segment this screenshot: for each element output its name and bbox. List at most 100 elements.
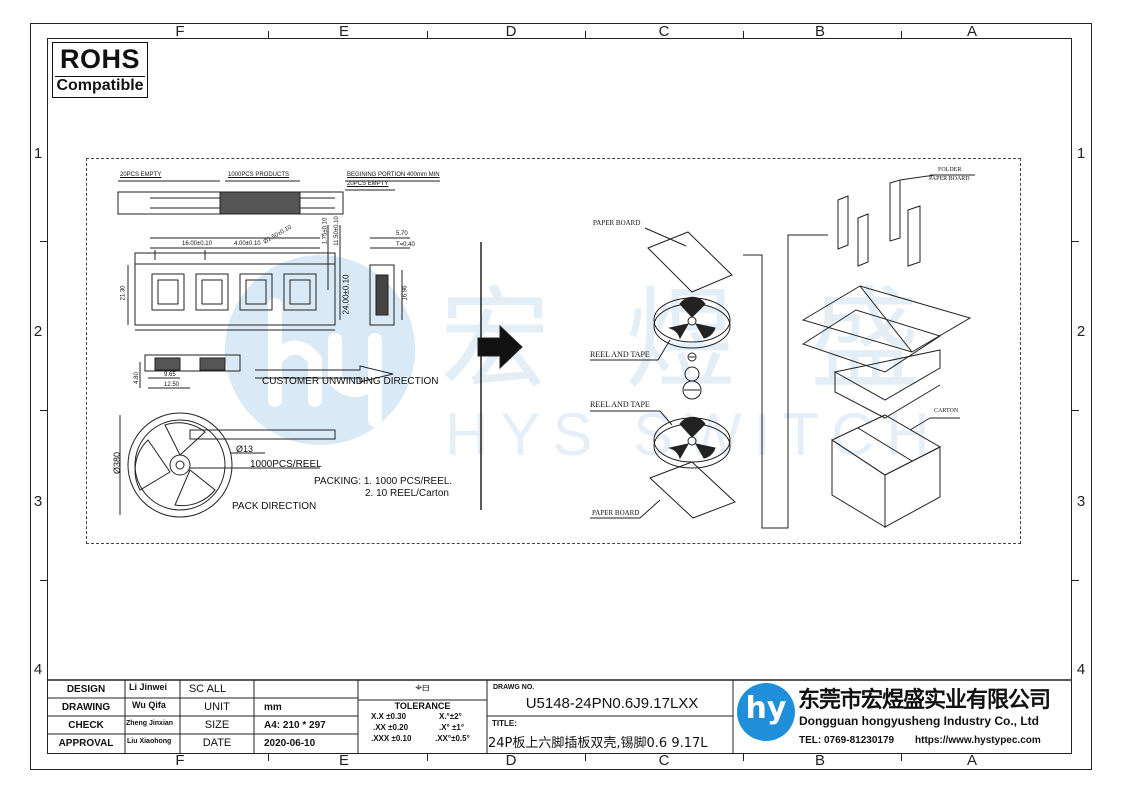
label-paper-board-bottom: PAPER BOARD	[592, 509, 640, 517]
zone-tick	[743, 31, 744, 38]
label-paper-board-top: PAPER BOARD	[593, 219, 641, 227]
tolerance-label: TOLERANCE	[394, 701, 451, 711]
tol-angle-1: X.°±2°	[439, 712, 462, 721]
drawing-area-dashed-frame	[86, 158, 1021, 544]
check-name: Zheng Jinxian	[126, 720, 174, 727]
company-tel: TEL: 0769-81230179	[799, 735, 895, 746]
size-value: A4: 210 * 297	[264, 720, 326, 731]
zone-top-f: F	[175, 23, 185, 40]
zone-tick	[901, 31, 902, 38]
label-products: 1000PCS PRODUCTS	[228, 172, 290, 178]
label-per-reel: 1000PCS/REEL	[250, 459, 322, 470]
zone-tick	[585, 31, 586, 38]
label-packing-1: PACKING: 1. 1000 PCS/REEL.	[314, 476, 453, 487]
check-label: CHECK	[68, 720, 104, 731]
dim-965: 9.65	[164, 372, 176, 378]
zone-bottom-a: A	[966, 752, 977, 769]
dim-pitch-16: 16.00±0.10	[182, 241, 212, 247]
zone-tick	[1072, 241, 1079, 242]
zone-right-4: 4	[1076, 661, 1086, 678]
label-empty-top: 20PCS EMPTY	[120, 172, 162, 178]
scale-label: SC ALL	[188, 683, 227, 695]
dim-pitch-4: 4.00±0.10	[234, 241, 261, 247]
tol-angle-3: .XX°±0.5°	[435, 734, 470, 743]
drawing-title: 24P板上六脚插板双壳,锡脚0.6 9.17L	[488, 736, 708, 751]
zone-left-2: 2	[33, 323, 43, 340]
zone-top-d: D	[505, 23, 517, 40]
zone-tick	[40, 580, 47, 581]
zone-tick	[427, 31, 428, 38]
tol-xxx: .XXX ±0.10	[371, 734, 412, 743]
zone-tick	[40, 241, 47, 242]
zone-tick	[427, 754, 428, 761]
zone-top-c: C	[658, 23, 670, 40]
rohs-title: ROHS	[59, 44, 140, 74]
company-logo-text: hy	[745, 691, 787, 726]
company-logo: hy	[737, 683, 795, 741]
unit-label: UNIT	[204, 701, 230, 713]
label-packing-2: 2. 10 REEL/Carton	[365, 488, 449, 499]
tol-angle-2: .X° ±1°	[439, 723, 465, 732]
zone-tick	[743, 754, 744, 761]
rohs-subtitle: Compatible	[55, 76, 145, 94]
zone-tick	[1072, 580, 1079, 581]
title-block: DESIGN Li Jinwei SC ALL DRAWING Wu Qifa …	[47, 679, 1072, 754]
drawing-number-label: DRAWG NO.	[493, 684, 535, 691]
outer-frame	[30, 23, 1092, 770]
title-label: TITLE:	[492, 719, 517, 728]
label-begin-portion: BEGINING PORTION 400mm MIN	[347, 172, 440, 178]
company-website: https://www.hystypec.com	[915, 735, 1041, 746]
zone-tick	[268, 31, 269, 38]
label-reel-tape-1: REEL AND TAPE	[590, 350, 650, 359]
label-carton: CARTON	[934, 408, 959, 414]
label-folder-paper: PAPER BOARD	[929, 176, 970, 182]
zone-left-3: 3	[33, 493, 43, 510]
label-unwinding-direction: CUSTOMER UNWINDING DIRECTION	[262, 376, 439, 387]
date-value: 2020-06-10	[264, 738, 316, 749]
zone-tick	[268, 754, 269, 761]
zone-right-3: 3	[1076, 493, 1086, 510]
zone-right-2: 2	[1076, 323, 1086, 340]
label-empty-right: 20PCS EMPTY	[347, 181, 389, 187]
zone-bottom-e: E	[338, 752, 349, 769]
date-label: DATE	[202, 737, 232, 749]
watermark-cn: 宏 煜 盛	[440, 276, 940, 404]
zone-bottom-f: F	[175, 752, 185, 769]
tol-xx: .XX ±0.20	[373, 723, 409, 732]
design-label: DESIGN	[66, 684, 106, 695]
inner-frame	[47, 38, 1072, 754]
unit-value: mm	[264, 702, 282, 713]
zone-bottom-c: C	[658, 752, 670, 769]
zone-left-4: 4	[33, 661, 43, 678]
rohs-badge: ROHS Compatible	[52, 42, 148, 98]
zone-right-1: 1	[1076, 145, 1086, 162]
design-name: Li Jinwei	[129, 682, 168, 692]
drawing-name: Wu Qifa	[132, 700, 166, 710]
dim-570: 5.70	[396, 231, 408, 237]
zone-left-1: 1	[33, 145, 43, 162]
drawing-number: U5148-24PN0.6J9.17LXX	[525, 695, 699, 712]
zone-tick	[585, 754, 586, 761]
dim-1250: 12.50	[164, 382, 180, 388]
dim-thickness: T=0.40	[396, 242, 415, 248]
zone-bottom-b: B	[814, 752, 825, 769]
zone-tick	[1072, 410, 1079, 411]
zone-top-b: B	[814, 23, 825, 40]
company-name-en: Dongguan hongyusheng Industry Co., Ltd	[799, 714, 1039, 728]
zone-tick	[901, 754, 902, 761]
watermark-en: HYS SWITCH	[445, 401, 942, 468]
company-name-cn: 东莞市宏煜盛实业有限公司	[798, 688, 1051, 713]
dim-hub-diameter: Ø13	[236, 444, 254, 454]
label-folder: FOLDER	[938, 167, 962, 173]
zone-tick	[40, 410, 47, 411]
label-pack-direction: PACK DIRECTION	[232, 501, 317, 512]
approval-name: Liu Xiaohong	[127, 738, 172, 745]
zone-top-a: A	[966, 23, 977, 40]
drawing-label: DRAWING	[61, 702, 111, 713]
zone-top-e: E	[338, 23, 349, 40]
tol-x: X.X ±0.30	[371, 712, 407, 721]
label-reel-tape-2: REEL AND TAPE	[590, 400, 650, 409]
projection-icon: ⌖⊟	[415, 680, 430, 694]
